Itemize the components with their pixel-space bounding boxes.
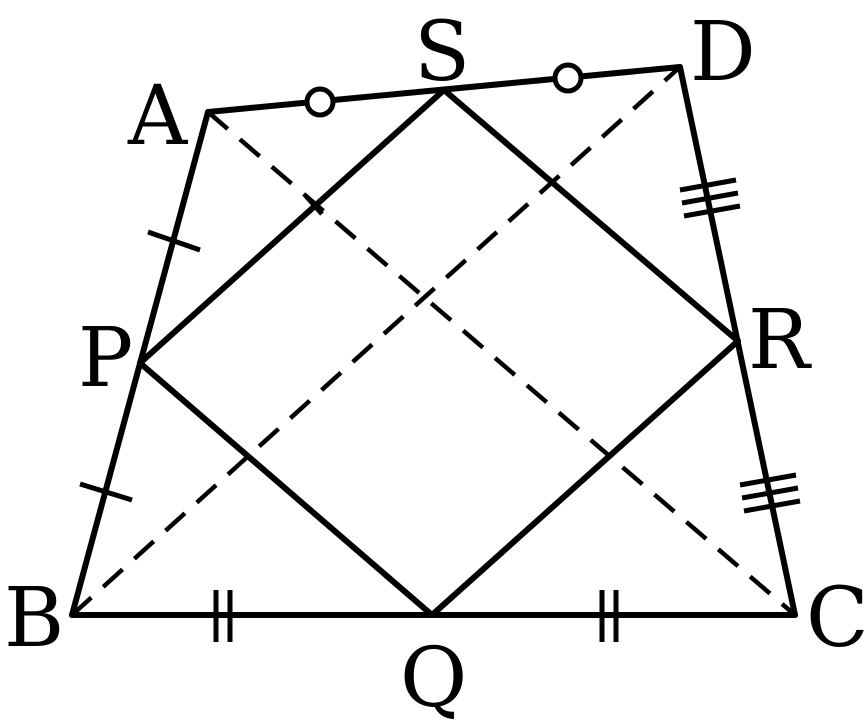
label-Q: Q [400, 631, 467, 723]
tick-SP [304, 194, 324, 216]
label-P: P [78, 311, 133, 406]
triple-tick-DR [679, 177, 741, 219]
label-B: B [4, 571, 64, 666]
label-A: A [127, 69, 189, 164]
triple-tick-RC [739, 472, 801, 514]
side-PQ [137, 360, 435, 618]
label-C: C [806, 571, 868, 666]
circle-mark-SD [552, 62, 584, 94]
label-S: S [414, 5, 470, 100]
label-D: D [690, 5, 756, 100]
label-R: R [748, 293, 812, 388]
side-RS [441, 87, 741, 344]
diagonal-BD [70, 65, 682, 617]
double-tick-QC [599, 590, 619, 642]
diagonal-AC [206, 110, 797, 617]
circle-mark-AS [304, 86, 336, 118]
side-SP [137, 87, 447, 366]
tick-AP [147, 229, 201, 253]
tick-PB [79, 481, 133, 503]
double-tick-BQ [213, 590, 233, 642]
side-QR [429, 338, 741, 618]
